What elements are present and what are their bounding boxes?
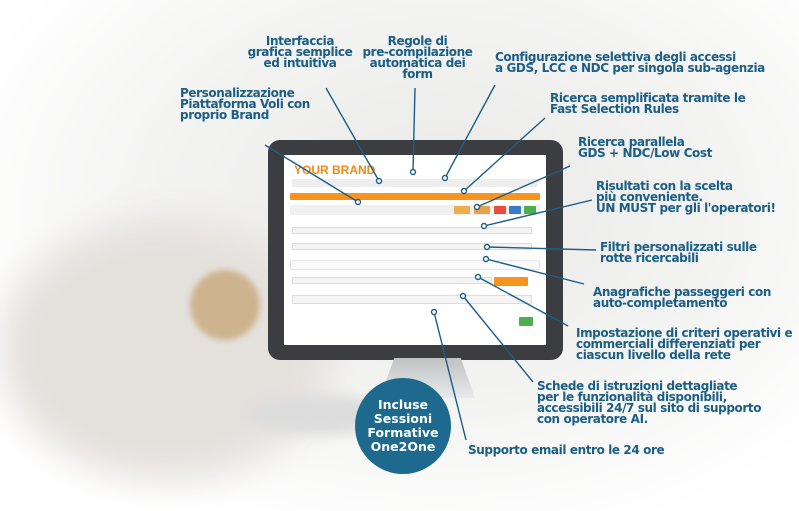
app-screenshot: YOUR BRAND [284,155,546,345]
globe [190,270,260,340]
callout-schede: Schede di istruzioni dettagliate per le … [537,379,762,426]
btn-5[interactable] [524,206,536,214]
callout-configurazione: Configurazione selettiva degli accessi a… [495,50,765,75]
form-row-3 [292,295,532,304]
callout-personalizzazione: Personalizzazione Piattaforma Voli con p… [180,86,310,122]
form-row-1 [292,227,532,234]
toolbar [290,205,540,215]
orange-banner [290,193,540,200]
callout-anagrafiche: Anagrafiche passeggeri con auto-completa… [593,285,771,310]
callout-ricerca-parallela: Ricerca parallela GDS + NDC/Low Cost [578,135,712,160]
search-row [292,277,492,284]
search-button[interactable] [519,317,533,326]
breadcrumb-bar [292,179,538,187]
btn-2[interactable] [474,206,490,214]
callout-regole: Regole di pre-compilazione automatica de… [362,34,473,81]
callout-risultati: Risultati con la scelta più conveniente.… [596,179,776,215]
filters-row [290,260,540,270]
callout-interfaccia: Interfaccia grafica semplice ed intuitiv… [247,34,353,70]
btn-1[interactable] [454,206,470,214]
brand-logo: YOUR BRAND [294,163,376,177]
callout-ricerca-semplificata: Ricerca semplificata tramite le Fast Sel… [550,91,746,116]
btn-4[interactable] [509,206,521,214]
callout-supporto: Supporto email entro le 24 ore [468,443,665,457]
callout-filtri: Filtri personalizzati sulle rotte ricerc… [600,240,757,265]
training-badge: Incluse Sessioni Formative One2One [355,378,451,474]
form-row-2 [292,243,532,250]
add-passenger-button[interactable] [494,277,528,286]
btn-3[interactable] [494,206,506,214]
callout-impostazione: Impostazione di criteri operativi e comm… [576,326,793,362]
